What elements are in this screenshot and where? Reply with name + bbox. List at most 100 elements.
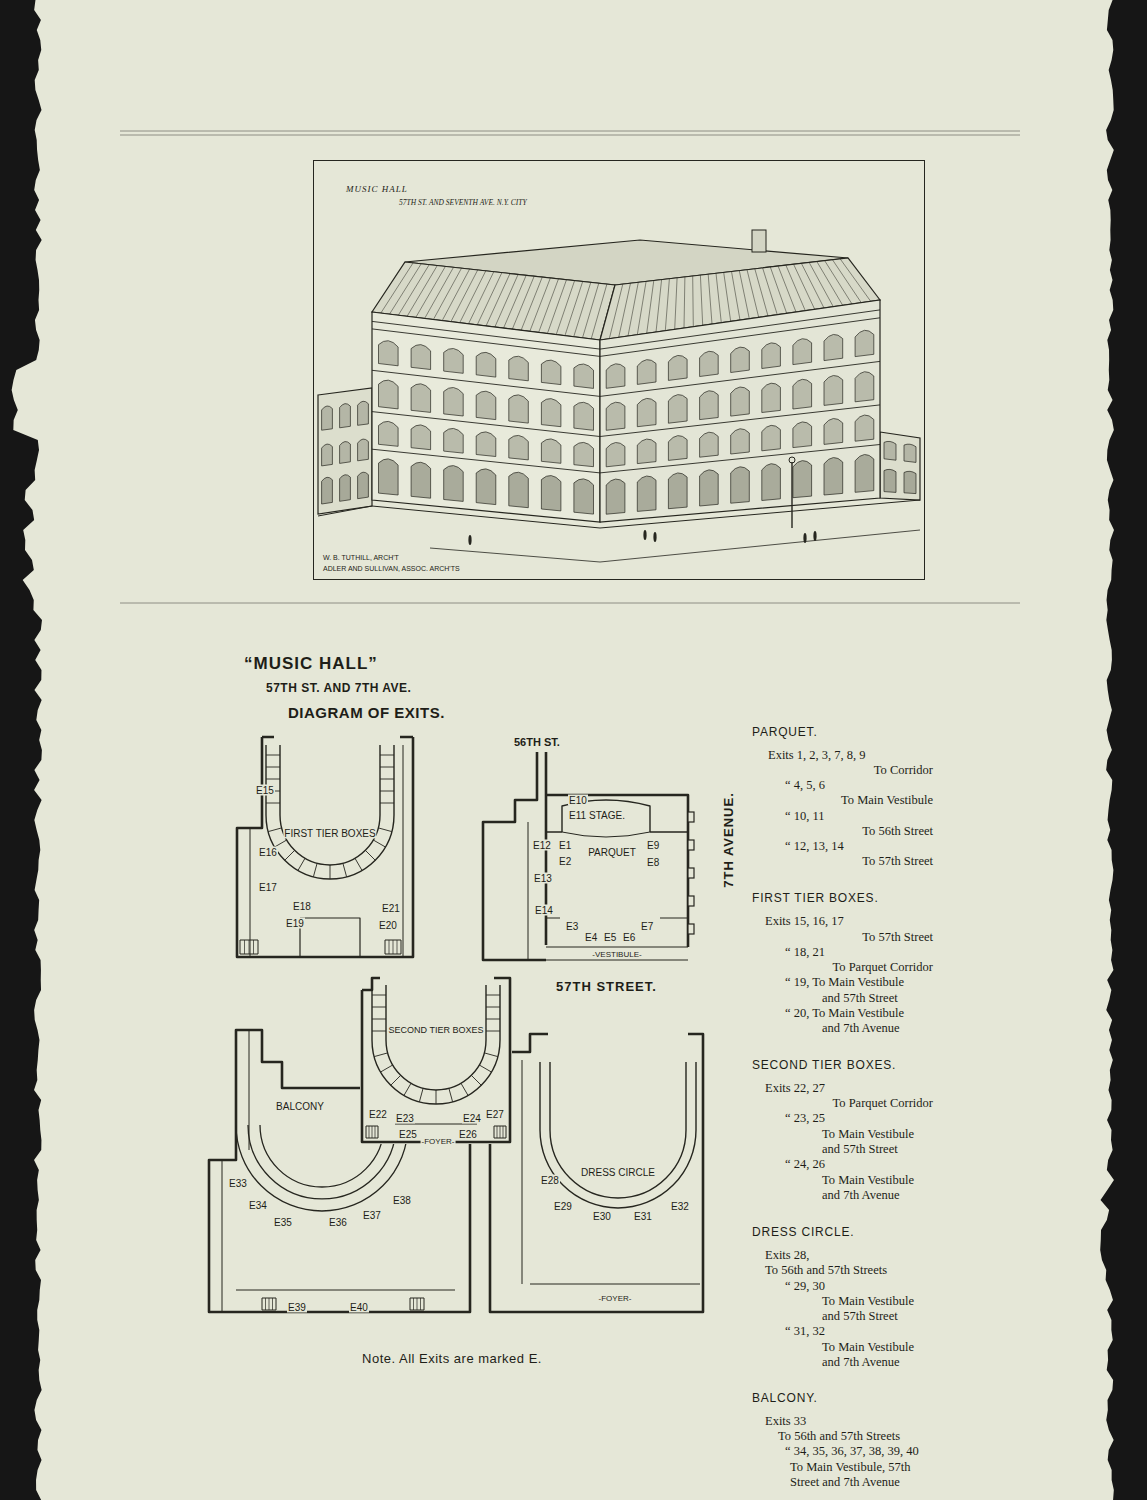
exit-number: E26 xyxy=(458,1129,478,1140)
window xyxy=(444,428,464,453)
paper-sheet xyxy=(12,0,1114,1500)
window xyxy=(509,356,529,381)
exit-list-line: Exits 15, 16, 17 xyxy=(765,914,844,929)
window xyxy=(322,477,333,504)
figure xyxy=(643,530,646,540)
room-name: STAGE. xyxy=(588,810,626,821)
plan-drawing xyxy=(490,1034,703,1312)
exit-number: E5 xyxy=(603,932,617,943)
exit-list-line: and 7th Avenue xyxy=(822,1021,900,1036)
pier xyxy=(688,840,694,850)
window xyxy=(476,432,496,457)
window xyxy=(824,375,843,405)
seating-curve xyxy=(266,745,394,879)
window xyxy=(340,404,351,428)
window xyxy=(637,360,656,385)
chimney xyxy=(752,230,766,252)
exit-number: E11 xyxy=(568,810,587,821)
figure xyxy=(468,535,471,545)
exit-number: E31 xyxy=(633,1211,653,1222)
window xyxy=(606,479,625,514)
window xyxy=(444,387,464,416)
plan-line xyxy=(528,822,688,960)
building-face xyxy=(318,388,372,514)
exit-list-line: Exits 28, xyxy=(765,1248,809,1263)
exit-number: E6 xyxy=(622,932,636,943)
exit-list-line: “ 18, 21 xyxy=(785,945,825,960)
window xyxy=(904,444,916,462)
plan-wall xyxy=(237,737,413,957)
exit-list-line: and 57th Street xyxy=(822,1142,898,1157)
window xyxy=(411,345,431,370)
window xyxy=(541,399,561,427)
street-name: 57TH STREET. xyxy=(556,979,657,994)
window xyxy=(700,351,719,376)
stair xyxy=(265,1298,266,1310)
exit-list-line: To Corridor xyxy=(874,763,933,778)
exit-number: E13 xyxy=(533,873,553,884)
seating-curve xyxy=(260,1125,384,1187)
window xyxy=(731,347,750,372)
exit-number: E16 xyxy=(258,847,278,858)
building-face xyxy=(600,300,880,522)
exit-number: E19 xyxy=(285,918,305,929)
room-name: -FOYER- xyxy=(598,1294,633,1303)
stair xyxy=(375,1126,376,1138)
exit-list-line: “ 34, 35, 36, 37, 38, 39, 40 xyxy=(785,1444,919,1459)
exit-number: E2 xyxy=(558,856,572,867)
building-face xyxy=(880,432,920,500)
window xyxy=(379,380,399,409)
exit-number: E23 xyxy=(395,1113,415,1124)
exit-number: E17 xyxy=(258,882,278,893)
exit-number: E7 xyxy=(640,921,654,932)
box-divider xyxy=(372,995,500,1104)
stair xyxy=(420,1298,421,1310)
floor-plan: SECOND TIER BOXES xyxy=(358,973,514,1146)
window xyxy=(509,472,529,507)
exit-number: E35 xyxy=(273,1217,293,1228)
plan-ground xyxy=(360,976,512,1144)
rule-line xyxy=(120,131,1020,603)
exit-list-line: Exits 1, 2, 3, 7, 8, 9 xyxy=(768,748,866,763)
exit-list-line: To Parquet Corridor xyxy=(833,960,934,975)
window xyxy=(904,471,916,493)
stair xyxy=(369,1126,370,1138)
exit-number: E25 xyxy=(398,1129,418,1140)
seating-curve xyxy=(550,1062,686,1198)
exit-number: E8 xyxy=(646,857,660,868)
stair xyxy=(372,1126,373,1138)
plan-drawing xyxy=(360,976,512,1144)
plan-line xyxy=(546,831,688,833)
window xyxy=(637,476,656,511)
stair xyxy=(410,1298,424,1310)
floor-plan: DRESS CIRCLE xyxy=(486,1026,708,1316)
exit-list-line: “ 24, 26 xyxy=(785,1157,825,1172)
window xyxy=(574,442,594,466)
stair xyxy=(413,1298,414,1310)
plan-line xyxy=(395,1124,477,1125)
window xyxy=(379,421,399,446)
seating-curve xyxy=(540,1062,696,1208)
exit-list-line: “ 10, 11 xyxy=(785,809,824,824)
exit-list-line: “ 29, 30 xyxy=(785,1279,825,1294)
window xyxy=(668,436,687,461)
exit-list-line: and 7th Avenue xyxy=(822,1188,900,1203)
window xyxy=(509,435,529,460)
exit-list-line: To Main Vestibule xyxy=(822,1127,914,1142)
stair xyxy=(366,1126,378,1138)
window xyxy=(606,442,625,466)
exit-number: E28 xyxy=(540,1175,560,1186)
pier xyxy=(688,868,694,878)
plan-name: PARQUET xyxy=(587,847,637,858)
window xyxy=(700,391,719,420)
window xyxy=(411,462,431,498)
exit-number: E15 xyxy=(255,785,275,796)
stair xyxy=(244,940,245,954)
building-face xyxy=(372,312,600,522)
exit-number: E10 xyxy=(568,795,588,806)
exit-list-line: DRESS CIRCLE. xyxy=(752,1225,854,1239)
plan-drawing xyxy=(483,752,694,960)
window xyxy=(824,458,843,495)
plan-line xyxy=(546,918,688,919)
